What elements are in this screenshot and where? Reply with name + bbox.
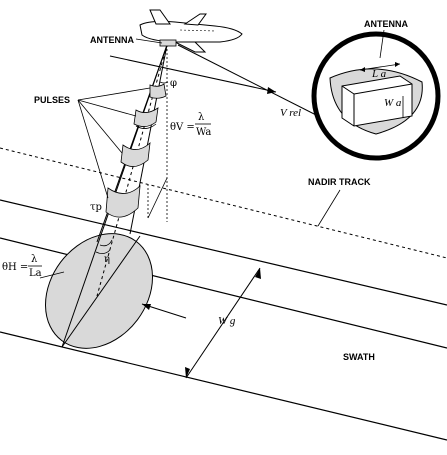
vrel-label: V rel	[280, 107, 301, 119]
tau-p-label: τp	[90, 202, 102, 213]
phi-label: φ	[170, 78, 177, 89]
theta-h-formula-den: La	[29, 268, 42, 279]
pulse-shell-2	[133, 107, 159, 127]
eta-arc-2	[95, 249, 111, 254]
nadir-track-label: NADIR TRACK	[308, 177, 371, 187]
pulses-pointer-1	[77, 87, 151, 101]
theta-h-pointer	[39, 271, 65, 279]
pulses-label: PULSES	[34, 95, 70, 105]
pulse-shell-3	[120, 141, 151, 167]
swath-width-dimension	[185, 267, 261, 379]
nadir-track-pointer	[317, 189, 341, 227]
theta-v-formula-den: Wa	[196, 127, 211, 138]
theta-v-formula-left: θV =	[170, 122, 195, 133]
swath-width-arrow-bottom	[185, 367, 190, 378]
pulses-pointer-2	[77, 99, 137, 117]
antenna-inset	[311, 31, 441, 161]
theta-h-formula-left: θH =	[2, 262, 28, 273]
inset-leader	[177, 44, 327, 121]
inset-antenna-pointer	[379, 29, 385, 59]
pulses-pointer-4	[77, 99, 109, 199]
nadir-track-line	[0, 147, 447, 259]
vrel-arrow	[109, 55, 277, 93]
swath-boundary-far	[0, 199, 447, 306]
eta-arc	[99, 239, 113, 247]
antenna-label: ANTENNA	[90, 35, 134, 45]
footprint-width-arrow	[142, 304, 151, 310]
nadir-ground-link	[147, 177, 168, 219]
pulse-shell-4	[105, 184, 141, 218]
swath-width-arrow-top	[255, 268, 261, 279]
theta-v-formula-num: λ	[198, 112, 205, 123]
la-label: L a	[371, 68, 387, 80]
eta-label: η	[104, 254, 110, 265]
pulse-shell-1	[149, 83, 167, 99]
theta-h-formula-num: λ	[31, 254, 38, 265]
swath-boundary-near	[0, 331, 447, 441]
ws-label: W g	[218, 315, 236, 327]
vrel-arrow-head	[267, 87, 276, 94]
phi-arc	[159, 81, 169, 84]
antenna-pointer	[135, 38, 163, 44]
inset-antenna-label: ANTENNA	[364, 19, 408, 29]
footprint-major-axis	[61, 235, 141, 348]
swath-label: SWATH	[343, 352, 375, 362]
pulses-pointer-3	[77, 99, 123, 154]
wa-label: W a	[384, 97, 402, 109]
theta-v-arc	[135, 123, 157, 129]
aircraft-icon	[139, 9, 243, 53]
